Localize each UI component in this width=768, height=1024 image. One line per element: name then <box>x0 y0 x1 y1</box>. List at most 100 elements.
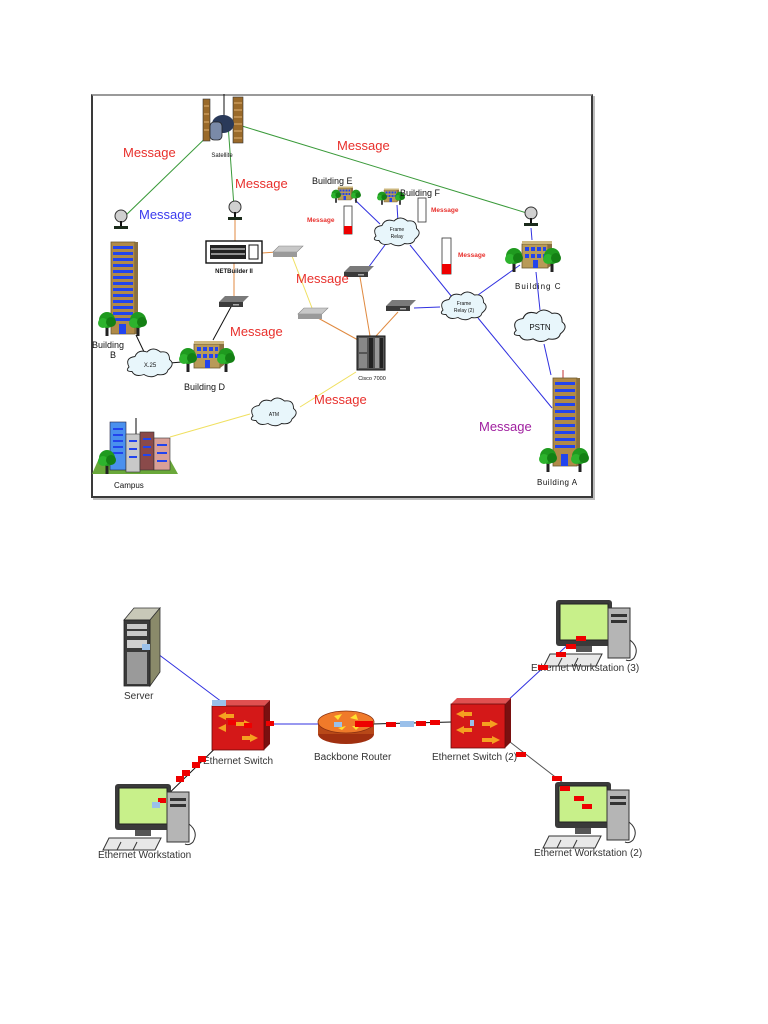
packet <box>400 721 414 727</box>
ethernet-workstation-2-label: Ethernet Workstation (2) <box>534 848 642 859</box>
link-modem-building-d <box>212 304 233 341</box>
x25-cloud[interactable]: X.25 <box>126 348 173 378</box>
packet <box>176 776 184 782</box>
satellite-label: Satellite <box>211 153 233 159</box>
cisco-7000-node[interactable]: Cisco 7000 <box>356 335 386 382</box>
packet <box>556 652 566 657</box>
message-label: Message <box>314 392 367 407</box>
packet <box>582 804 592 809</box>
modem-icon[interactable] <box>272 245 304 258</box>
packet <box>228 720 236 725</box>
ethernet-workstation-2-node[interactable]: Ethernet Workstation (2) <box>534 781 642 859</box>
packet <box>266 721 274 726</box>
message-labels: Message Message Message Message Message … <box>123 138 532 434</box>
packet <box>430 720 440 725</box>
satellite-node[interactable]: Satellite <box>202 94 244 159</box>
packet <box>198 756 206 762</box>
modem-icon[interactable] <box>297 307 329 320</box>
message-label: Message <box>123 145 176 160</box>
netbuilder-node[interactable]: NETBuilder II <box>205 200 263 275</box>
link-satellite-netbuilder <box>227 123 235 208</box>
ethernet-switch-2-node[interactable]: Ethernet Switch (2) <box>432 698 517 763</box>
pstn-label: PSTN <box>529 323 551 332</box>
building-f-node[interactable]: Building F <box>377 188 441 205</box>
building-d-node[interactable]: Building D <box>179 340 235 392</box>
link-frame2-building-a <box>477 317 553 409</box>
packet <box>416 721 426 726</box>
backbone-router-node[interactable]: Backbone Router <box>314 710 392 763</box>
packet <box>552 776 562 781</box>
network-diagram-frame <box>91 94 593 498</box>
message-label: Message <box>337 138 390 153</box>
packet <box>566 644 576 649</box>
cisco-label: Cisco 7000 <box>358 376 386 382</box>
link-frame-frame2 <box>409 244 453 298</box>
packet <box>244 723 252 728</box>
packet <box>182 770 190 776</box>
building-a-node[interactable]: Building A <box>537 370 589 487</box>
workstation-icon <box>102 783 196 851</box>
modem-icon[interactable] <box>386 300 416 311</box>
building-c-node[interactable]: Building C <box>505 206 561 291</box>
atm-label: ATM <box>269 412 279 418</box>
campus-label: Campus <box>114 481 144 490</box>
frame-relay-label-2: Relay <box>391 234 404 240</box>
packet <box>574 796 584 801</box>
modem-icon[interactable] <box>219 296 249 307</box>
dish-icon <box>113 209 129 230</box>
building-f-label: Building F <box>400 188 441 198</box>
frame-relay-2-cloud[interactable]: Frame Relay (2) <box>440 291 487 321</box>
link-satellite-building-c <box>241 125 531 215</box>
x25-label: X.25 <box>144 363 157 369</box>
link-modem4-cisco <box>375 311 399 337</box>
queue-fill <box>344 226 352 234</box>
ethernet-switch-node[interactable]: Ethernet Switch <box>203 700 273 767</box>
building-e-node[interactable]: Building E <box>312 176 361 203</box>
packet <box>355 721 373 727</box>
link-modem-cisco <box>317 317 359 341</box>
packet <box>576 636 586 641</box>
link-frame-modem <box>367 244 386 269</box>
campus-node[interactable]: Campus <box>92 418 178 490</box>
ethernet-switch-label: Ethernet Switch <box>203 756 273 767</box>
building-d-label: Building D <box>184 382 226 392</box>
pstn-cloud[interactable]: PSTN <box>513 309 566 342</box>
packet <box>560 786 570 791</box>
frame-relay-2-label-2: Relay (2) <box>454 308 475 314</box>
packet <box>516 752 526 757</box>
message-label-small: Message <box>307 217 335 224</box>
message-label: Message <box>139 207 192 222</box>
dish-icon <box>523 206 539 227</box>
solar-panel-right <box>232 96 244 144</box>
link-atm-campus <box>169 413 251 438</box>
server-label: Server <box>124 691 154 702</box>
packet <box>538 665 548 670</box>
ethernet-workstation-3-node[interactable]: Ethernet Workstation (3) <box>531 599 639 674</box>
packet <box>192 762 200 768</box>
tower-building-icon <box>552 377 578 467</box>
queue-fill <box>442 264 451 274</box>
message-label: Message <box>230 324 283 339</box>
link-yellow-1 <box>291 255 313 309</box>
ethernet-workstation-node[interactable]: Ethernet Workstation <box>98 783 196 861</box>
building-a-label: Building A <box>537 478 578 487</box>
dish-icon <box>227 200 243 221</box>
backbone-router-label: Backbone Router <box>314 752 392 763</box>
frame-relay-label-1: Frame <box>390 227 405 233</box>
building-b-node[interactable]: Building B <box>92 209 147 360</box>
ethernet-workstation-3-label: Ethernet Workstation (3) <box>531 663 639 674</box>
queue-building-f <box>417 197 427 223</box>
workstation-icon <box>542 781 636 849</box>
building-b-label-2: B <box>110 350 116 360</box>
message-label: Message <box>296 271 349 286</box>
netbuilder-label: NETBuilder II <box>215 269 253 275</box>
message-label-small: Message <box>431 207 459 214</box>
queue-frame-relay <box>441 237 452 275</box>
server-node[interactable]: Server <box>123 606 161 702</box>
atm-cloud[interactable]: ATM <box>250 397 297 427</box>
frame-relay-2-label-1: Frame <box>457 301 472 307</box>
link-pstn-building-a <box>543 343 552 376</box>
building-b-label-1: Building <box>92 340 124 350</box>
frame-relay-cloud[interactable]: Frame Relay <box>373 217 420 247</box>
